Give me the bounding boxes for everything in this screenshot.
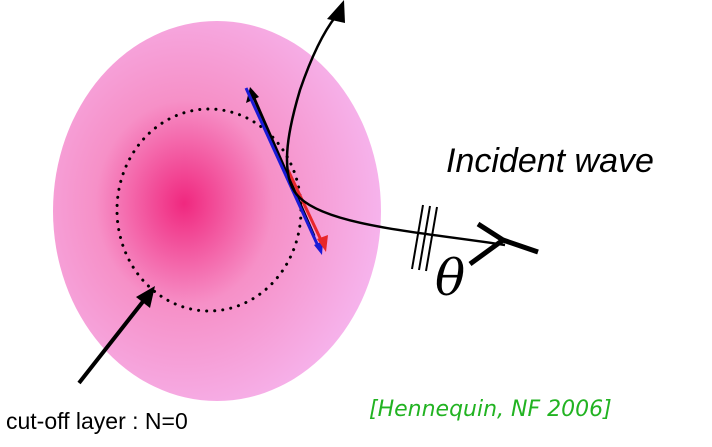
incident-wave-label: Incident wave: [446, 142, 654, 180]
wavefront-marks: [411, 204, 438, 272]
cutoff-pointer-line: [77, 297, 147, 385]
red-vector-arrowhead: [317, 235, 328, 252]
citation-label: [Hennequin, NF 2006]: [369, 397, 612, 422]
cutoff-layer-label: cut-off layer : N=0: [6, 408, 188, 434]
blue-vector-arrowhead: [314, 241, 323, 255]
angle-marker: [468, 221, 539, 267]
ray-arrowhead: [327, 0, 345, 23]
blue-vector-line: [244, 87, 320, 247]
black-vector-arrowhead: [246, 87, 259, 103]
theta-symbol: θ: [435, 249, 466, 307]
ray-path: [285, 15, 506, 247]
cutoff-pointer-arrowhead: [136, 286, 155, 308]
plasma-ellipse: [53, 21, 381, 401]
red-vector-line: [286, 169, 323, 241]
